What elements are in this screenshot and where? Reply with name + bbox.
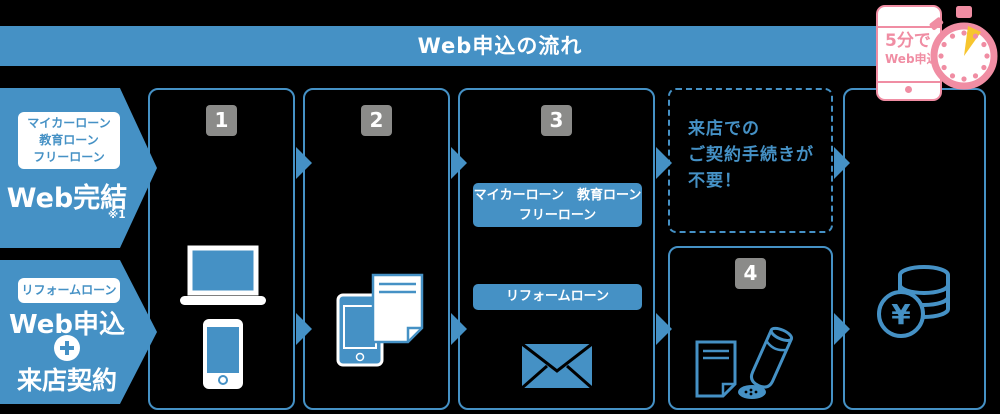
yen-symbol: ¥: [891, 298, 911, 331]
visit-free-callout: 来店での ご契約手続きが 不要！: [668, 88, 833, 233]
footnote: ※1: [108, 209, 126, 221]
path-web-complete: マイカーローン 教育ローン フリーローン Web完結 ※1: [0, 88, 157, 248]
flow-arrow: [451, 147, 467, 179]
header-bar: [0, 26, 880, 66]
step1-number: 1: [206, 105, 237, 136]
product-badge: リフォームローン: [18, 278, 120, 303]
home-button-icon: [905, 86, 912, 93]
envelope-icon: [521, 342, 593, 390]
laptop-icon: [180, 245, 266, 305]
product-badge: マイカーローン 教育ローン フリーローン: [18, 112, 120, 169]
flow-arrow: [296, 313, 312, 345]
flow-arrow: [451, 313, 467, 345]
step3-number: 3: [541, 105, 572, 136]
callout-text: 来店での ご契約手続きが 不要！: [688, 119, 814, 191]
path-title: Web完結: [6, 183, 128, 214]
loan-label-top: マイカーローン 教育ローン フリーローン: [473, 183, 642, 227]
flow-arrow: [834, 313, 850, 345]
smartphone-document-icon: [336, 273, 424, 367]
flow-arrow: [656, 313, 672, 345]
coins-icon: ¥: [877, 265, 950, 338]
result-box: [843, 88, 986, 410]
loan-label-bottom: リフォームローン: [473, 284, 642, 310]
stopwatch-icon: [929, 6, 998, 90]
flow-arrow: [834, 147, 850, 179]
flow-arrow: [656, 147, 672, 179]
step4-number: 4: [735, 258, 766, 289]
plus-icon: [54, 335, 80, 361]
path-web-apply: リフォームローン Web申込 来店契約: [0, 260, 157, 404]
page-title: Web申込の流れ: [417, 34, 583, 58]
smartphone-icon: [203, 319, 243, 389]
path-subtitle: 来店契約: [16, 366, 117, 395]
quick-apply-text: 5分で Web申込: [885, 31, 939, 66]
flow-arrow: [296, 147, 312, 179]
step2-number: 2: [361, 105, 392, 136]
stamp-icon: [738, 326, 794, 399]
contract-icon: [695, 340, 737, 398]
document-icon: [371, 273, 424, 344]
